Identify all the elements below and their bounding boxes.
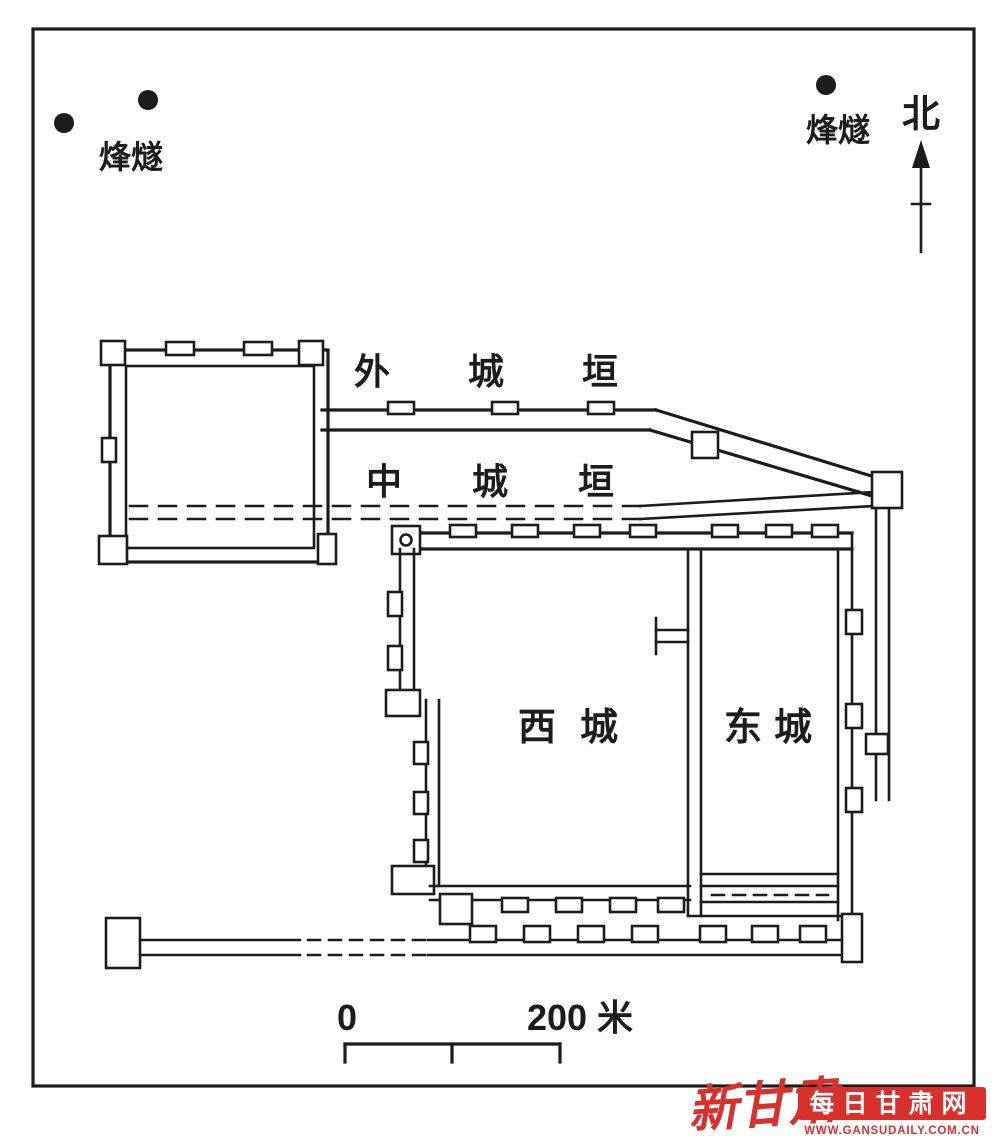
beacon-dots	[54, 75, 836, 133]
outer-wall	[320, 400, 880, 498]
map-frame	[31, 27, 976, 1088]
east-city-label: 东城	[724, 707, 824, 749]
east-descending-wall	[864, 506, 891, 802]
west-city-label: 西城	[518, 707, 642, 749]
northeast-tower	[870, 470, 904, 510]
city-west-wall	[384, 547, 441, 896]
beacon-dot-icon	[138, 90, 158, 110]
middle-wall	[128, 490, 876, 521]
north-label: 北	[902, 94, 940, 136]
beacon-label-left: 烽燧	[99, 139, 163, 175]
north-arrow-icon	[910, 140, 932, 254]
watermark-badge	[798, 1087, 986, 1120]
east-city-wall	[686, 531, 864, 922]
west-city-south-wall	[428, 884, 692, 926]
beacon-dot-icon	[816, 75, 836, 95]
scale-end-label: 200 米	[527, 997, 633, 1038]
city-north-wall	[390, 523, 854, 556]
watermark-badge-label: 每日甘肃网	[809, 1089, 974, 1118]
city-divider-wall	[654, 547, 703, 918]
scale-start-label: 0	[337, 997, 357, 1038]
northwest-fort	[97, 339, 338, 566]
outer-wall-label: 外城垣	[354, 351, 696, 392]
south-outer-wall	[104, 912, 864, 970]
beacon-label-right: 烽燧	[806, 112, 870, 148]
beacon-dot-icon	[54, 113, 74, 133]
watermark-url: WWW.GANSUDAILY.COM.CN	[804, 1125, 979, 1137]
scale-bar: 0 200 米	[337, 997, 633, 1064]
middle-wall-label: 中城垣	[366, 461, 684, 502]
watermark: 新甘肃 每日甘肃网 WWW.GANSUDAILY.COM.CN	[686, 1070, 986, 1140]
